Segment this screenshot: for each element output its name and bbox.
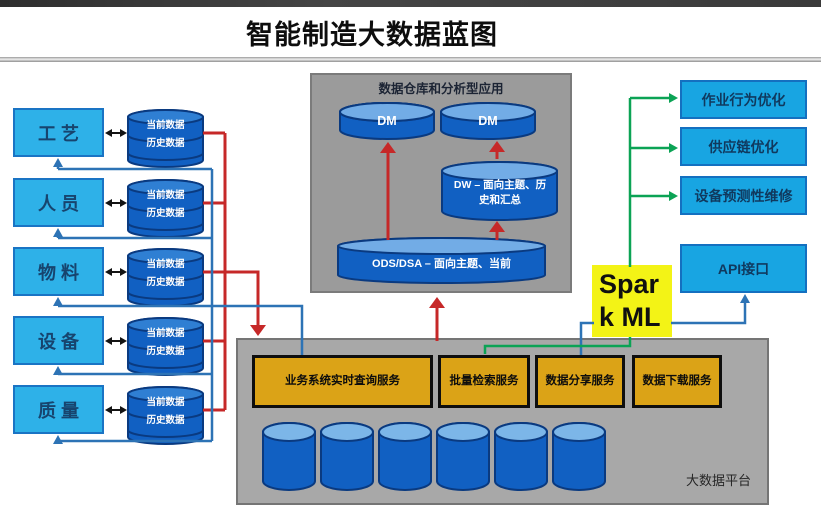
entity-label: 工艺 (38, 123, 84, 144)
service-label: 业务系统实时查询服务 (285, 375, 400, 387)
title-separator-line (0, 57, 821, 62)
entity-box-material: 物料 (13, 247, 104, 296)
history-data-label: 历史数据 (146, 346, 185, 357)
entity-box-equipment: 设备 (13, 316, 104, 365)
service-box-data-download: 数据下载服务 (632, 355, 722, 408)
dw-label-line2: 史和汇总 (479, 194, 521, 206)
dw-label: DW – 面向主题、历 史和汇总 (447, 178, 553, 208)
entity-label: 设备 (38, 331, 84, 352)
output-box-operation-behavior-optimization: 作业行为优化 (680, 80, 807, 119)
output-box-api-interface: API接口 (680, 244, 807, 293)
output-label: 作业行为优化 (701, 91, 786, 108)
dm-left-label: DM (377, 114, 397, 128)
dm-right-label: DM (478, 114, 498, 128)
ods-cylinder-icon (337, 237, 546, 284)
quality-db-stack-icon (127, 386, 204, 445)
personnel-db-stack-icon (127, 179, 204, 238)
current-data-label: 当前数据 (146, 397, 185, 408)
entity-box-quality: 质量 (13, 385, 104, 434)
platform-label: 大数据平台 (686, 473, 752, 488)
dm-right-cylinder-icon (440, 102, 536, 140)
current-data-label: 当前数据 (146, 120, 185, 131)
output-label: API接口 (717, 260, 770, 277)
history-data-label: 历史数据 (146, 208, 185, 219)
entity-label: 物料 (38, 262, 84, 283)
service-label: 数据分享服务 (545, 375, 615, 387)
service-label: 数据下载服务 (642, 375, 712, 387)
service-box-data-sharing: 数据分享服务 (535, 355, 625, 408)
current-data-label: 当前数据 (146, 259, 185, 270)
spark-ml-line1: Spar (599, 269, 660, 299)
process-db-stack-icon (127, 109, 204, 168)
dw-label-line1: DW – 面向主题、历 (453, 179, 547, 191)
spark-ml-line2: k ML (599, 302, 661, 332)
ods-label: ODS/DSA – 面向主题、当前 (372, 258, 511, 270)
entity-label: 人员 (38, 193, 84, 214)
history-data-label: 历史数据 (146, 138, 185, 149)
service-box-batch-retrieval: 批量检索服务 (438, 355, 530, 408)
entity-box-personnel: 人员 (13, 178, 104, 227)
output-box-supply-chain-optimization: 供应链优化 (680, 127, 807, 166)
warehouse-title: 数据仓库和分析型应用 (378, 82, 504, 96)
current-data-label: 当前数据 (146, 328, 185, 339)
material-db-stack-icon (127, 248, 204, 307)
current-data-label: 当前数据 (146, 190, 185, 201)
service-label: 批量检索服务 (449, 375, 519, 387)
output-label: 供应链优化 (708, 138, 779, 155)
top-dark-strip (0, 0, 821, 7)
output-label: 设备预测性维修 (694, 187, 793, 204)
history-data-label: 历史数据 (146, 277, 185, 288)
spark-ml-box: Spar k ML (592, 265, 672, 337)
page-title: 智能制造大数据蓝图 (246, 20, 498, 50)
dw-cylinder-icon (441, 161, 558, 221)
entity-label: 质量 (38, 400, 84, 421)
dm-left-cylinder-icon (339, 102, 435, 140)
equipment-db-stack-icon (127, 317, 204, 376)
entity-box-process: 工艺 (13, 108, 104, 157)
platform-storage-cylinders-icon (262, 422, 606, 491)
output-box-predictive-maintenance: 设备预测性维修 (680, 176, 807, 215)
service-box-realtime-query: 业务系统实时查询服务 (252, 355, 433, 408)
history-data-label: 历史数据 (146, 415, 185, 426)
